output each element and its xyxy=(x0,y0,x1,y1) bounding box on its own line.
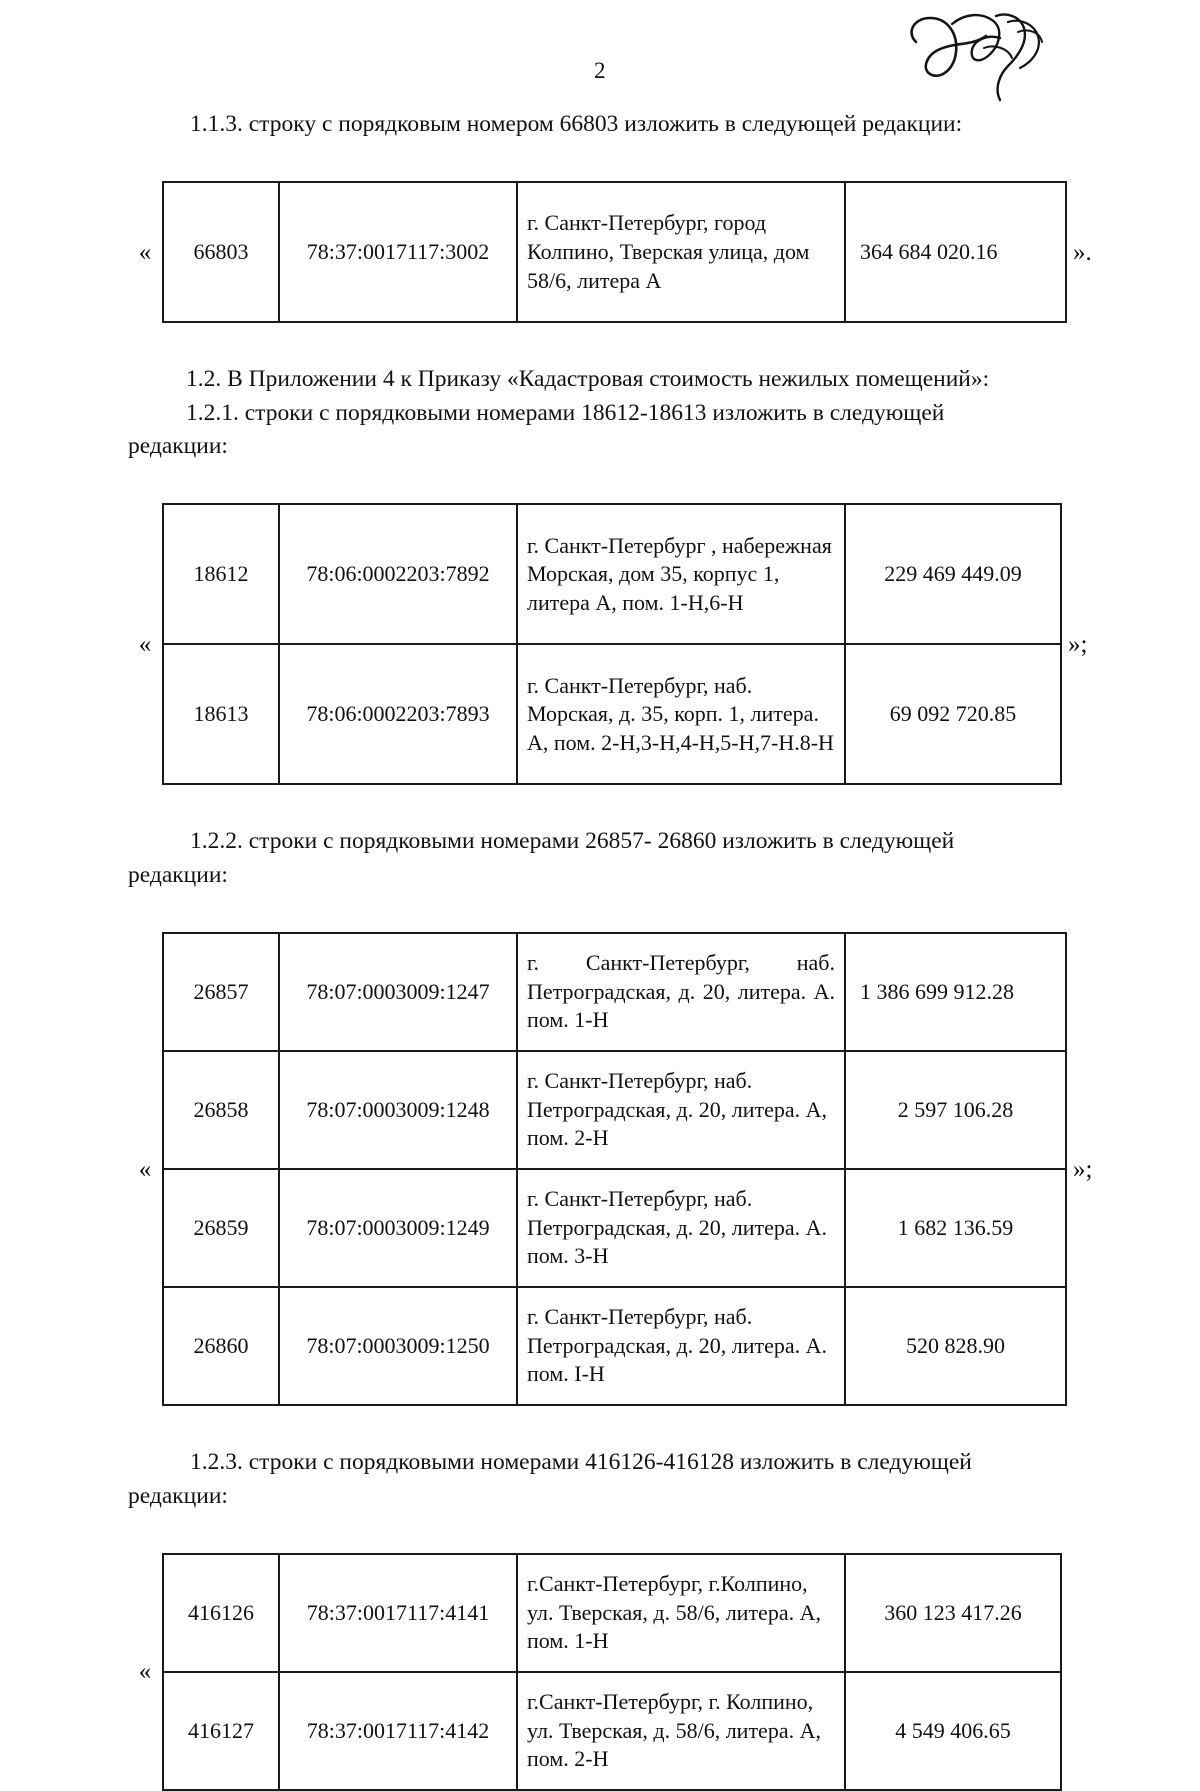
cell-address: г. Санкт-Петербург, наб. Петроградская, … xyxy=(516,1050,846,1171)
cell-row-number: 26857 xyxy=(162,932,280,1053)
cell-row-number: 18613 xyxy=(162,643,280,786)
table-row: 26860 78:07:0003009:1250 г. Санкт-Петерб… xyxy=(162,1286,1067,1407)
table-block-1-1-3: « 66803 78:37:0017117:3002 г. Санкт-Пете… xyxy=(128,181,1092,324)
cell-cadastral-number: 78:37:0017117:3002 xyxy=(278,181,518,324)
page-number: 2 xyxy=(594,58,606,83)
table-block-1-2-2: « 26857 78:07:0003009:1247 г. Санкт-Пете… xyxy=(128,932,1092,1407)
section-heading-1-2: 1.2. В Приложении 4 к Приказу «Кадастров… xyxy=(186,366,990,393)
cell-address: г.Санкт-Петербург, г. Колпино, ул. Тверс… xyxy=(516,1670,846,1791)
cell-address: г. Санкт-Петербург, наб. Морская, д. 35,… xyxy=(516,643,846,786)
quote-close-1-2-1: »; xyxy=(1068,630,1088,658)
cell-value: 2 597 106.28 xyxy=(844,1050,1067,1171)
cell-address: г.Санкт-Петербург, г.Колпино, ул. Тверск… xyxy=(516,1552,846,1673)
section-heading-1-2-2: 1.2.2. строки с порядковыми номерами 268… xyxy=(190,828,955,855)
table-row: 416126 78:37:0017117:4141 г.Санкт-Петерб… xyxy=(162,1552,1062,1673)
quote-close-1-2-2: »; xyxy=(1073,1155,1093,1183)
table-row: 26858 78:07:0003009:1248 г. Санкт-Петерб… xyxy=(162,1050,1067,1171)
cell-cadastral-number: 78:37:0017117:4142 xyxy=(278,1670,518,1791)
cell-value: 364 684 020.16 xyxy=(844,181,1067,324)
quote-open-1-1-3: « xyxy=(138,238,152,266)
cell-address: г. Санкт-Петербург, наб. Петроградская, … xyxy=(516,1168,846,1289)
table-1-1-3: 66803 78:37:0017117:3002 г. Санкт-Петерб… xyxy=(162,181,1067,324)
cell-value: 4 549 406.65 xyxy=(844,1670,1062,1791)
quote-open-1-2-3: « xyxy=(138,1658,152,1686)
cell-row-number: 416127 xyxy=(162,1670,280,1791)
table-row: 18613 78:06:0002203:7893 г. Санкт-Петерб… xyxy=(162,643,1062,786)
cell-cadastral-number: 78:06:0002203:7892 xyxy=(278,503,518,646)
cell-address: г. Санкт-Петербург, наб. Петроградская, … xyxy=(516,932,846,1053)
cell-row-number: 416126 xyxy=(162,1552,280,1673)
section-heading-1-2-3: 1.2.3. строки с порядковыми номерами 416… xyxy=(190,1449,972,1476)
document-page: 2 1.1.3. строку с порядковым номером 668… xyxy=(128,4,1093,1791)
table-row: 18612 78:06:0002203:7892 г. Санкт-Петерб… xyxy=(162,503,1062,646)
table-1-2-1: 18612 78:06:0002203:7892 г. Санкт-Петерб… xyxy=(162,503,1062,786)
section-heading-1-2-2-cont: редакции: xyxy=(128,861,228,888)
cell-row-number: 18612 xyxy=(162,503,280,646)
cell-cadastral-number: 78:07:0003009:1249 xyxy=(278,1168,518,1289)
cell-cadastral-number: 78:07:0003009:1248 xyxy=(278,1050,518,1171)
section-heading-1-2-3-cont: редакции: xyxy=(128,1482,228,1509)
document-body: 1.1.3. строку с порядковым номером 66803… xyxy=(128,108,1092,1791)
cell-address: г. Санкт-Петербург , набережная Морская,… xyxy=(516,503,846,646)
section-heading-1-1-3: 1.1.3. строку с порядковым номером 66803… xyxy=(190,111,963,137)
cell-value: 1 386 699 912.28 xyxy=(844,932,1067,1053)
quote-open-1-2-2: « xyxy=(138,1155,152,1183)
table-block-1-2-1: « 18612 78:06:0002203:7892 г. Санкт-Пете… xyxy=(128,503,1087,786)
cell-cadastral-number: 78:37:0017117:4141 xyxy=(278,1552,518,1673)
cell-row-number: 26860 xyxy=(162,1286,280,1407)
table-1-2-3: 416126 78:37:0017117:4141 г.Санкт-Петерб… xyxy=(162,1552,1062,1791)
cell-value: 360 123 417.26 xyxy=(844,1552,1062,1673)
quote-open-1-2-1: « xyxy=(138,630,152,658)
cell-cadastral-number: 78:07:0003009:1247 xyxy=(278,932,518,1053)
cell-address: г. Санкт-Петербург, наб. Петроградская, … xyxy=(516,1286,846,1407)
cell-value: 1 682 136.59 xyxy=(844,1168,1067,1289)
table-row: 416127 78:37:0017117:4142 г.Санкт-Петерб… xyxy=(162,1670,1062,1791)
cell-value: 69 092 720.85 xyxy=(844,643,1062,786)
cell-cadastral-number: 78:06:0002203:7893 xyxy=(278,643,518,786)
section-heading-1-2-1-cont: редакции: xyxy=(128,433,228,460)
cell-value: 229 469 449.09 xyxy=(844,503,1062,646)
quote-close-1-1-3: ». xyxy=(1073,238,1092,266)
handwritten-signature-icon xyxy=(900,4,1050,109)
cell-value: 520 828.90 xyxy=(844,1286,1067,1407)
section-heading-1-2-1: 1.2.1. строки с порядковыми номерами 186… xyxy=(186,399,945,426)
table-block-1-2-3: « 416126 78:37:0017117:4141 г.Санкт-Пете… xyxy=(128,1552,1062,1791)
table-row: 26857 78:07:0003009:1247 г. Санкт-Петерб… xyxy=(162,932,1067,1053)
cell-row-number: 66803 xyxy=(162,181,280,324)
cell-row-number: 26858 xyxy=(162,1050,280,1171)
cell-address: г. Санкт-Петербург, город Колпино, Тверс… xyxy=(516,181,846,324)
table-1-2-2: 26857 78:07:0003009:1247 г. Санкт-Петерб… xyxy=(162,932,1067,1407)
cell-cadastral-number: 78:07:0003009:1250 xyxy=(278,1286,518,1407)
table-row: 26859 78:07:0003009:1249 г. Санкт-Петерб… xyxy=(162,1168,1067,1289)
cell-row-number: 26859 xyxy=(162,1168,280,1289)
table-row: 66803 78:37:0017117:3002 г. Санкт-Петерб… xyxy=(162,181,1067,324)
